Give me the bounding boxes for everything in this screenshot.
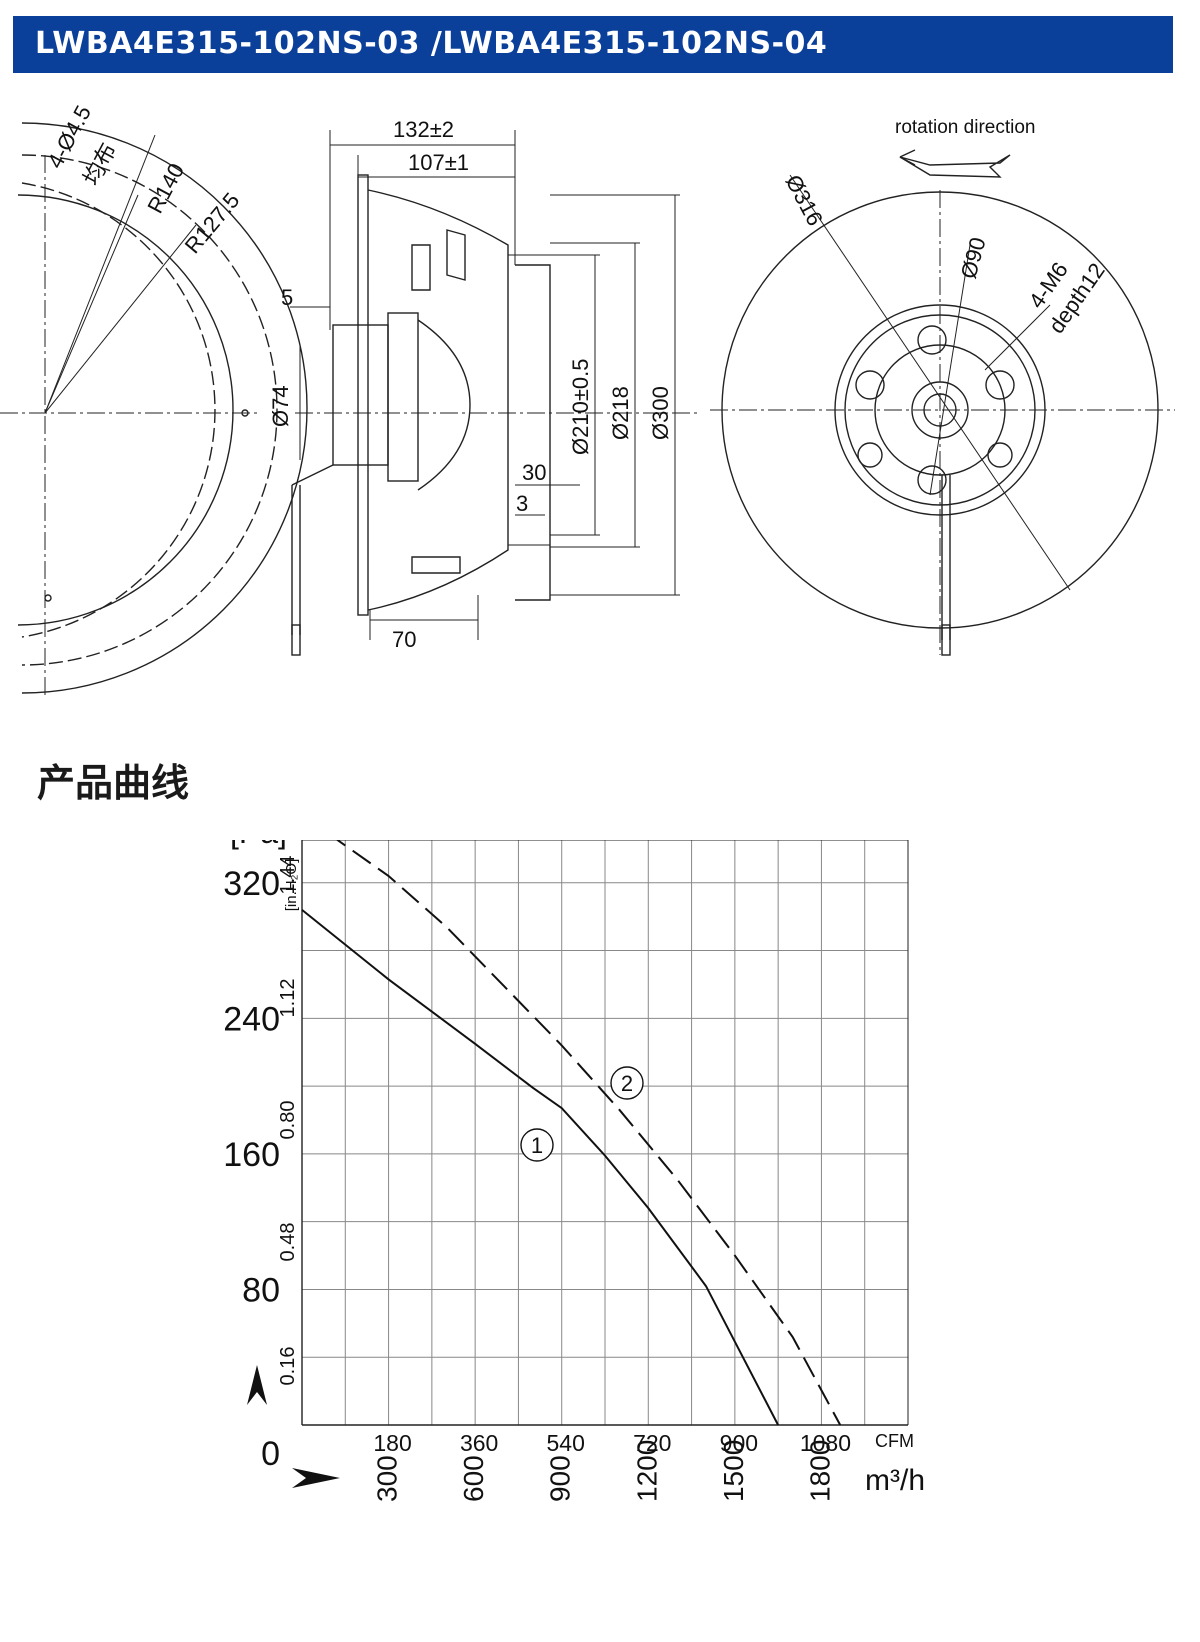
y-tick-label: 320: [223, 865, 280, 903]
series-label: 2: [621, 1071, 633, 1096]
y-tick-label: 160: [223, 1136, 280, 1174]
x-tick-secondary-label: 540: [547, 1430, 585, 1456]
x-tick-secondary-label: 720: [633, 1430, 671, 1456]
dim-70-label: 70: [392, 627, 416, 652]
dim-210-label: Ø210±0.5: [568, 359, 593, 455]
dim-300-label: Ø300: [648, 386, 673, 440]
y-axis-arrow: [247, 1365, 267, 1405]
left-view: [0, 122, 308, 695]
series-line-1: [301, 909, 779, 1426]
dim-90-label: Ø90: [956, 235, 991, 282]
dim-5-label: 5: [281, 285, 293, 310]
x-tick-label: 600: [458, 1455, 489, 1502]
r127-label: R127.5: [180, 188, 245, 258]
technical-drawings: 4-Ø4.5 均布 R140 R127.5 132±2 107±1 5 Ø74 …: [0, 101, 1175, 695]
dim-132-label: 132±2: [393, 117, 454, 142]
y-tick-secondary-label: 0.80: [277, 1101, 299, 1140]
x-tick-label: 1200: [631, 1440, 662, 1502]
chart-series: [301, 840, 842, 1426]
chart-grid: [302, 840, 909, 1425]
x-axis-label: m³/h: [865, 1464, 925, 1497]
dim-30-label: 30: [522, 460, 546, 485]
dim-107-label: 107±1: [408, 150, 469, 175]
y-axis-label: [Pa]: [230, 840, 287, 850]
chart-axes: [247, 840, 909, 1488]
r140-label: R140: [142, 159, 189, 217]
chart-labels: 0 80 160 240 320 0.16 0.48 0.80 1.12 1.44 300 600 90…: [223, 840, 925, 1502]
y-tick-label: 0: [261, 1435, 280, 1473]
rotation-direction-label: rotation direction: [895, 117, 1035, 138]
dim-218-label: Ø218: [608, 386, 633, 440]
y-tick-secondary-label: 0.48: [277, 1223, 299, 1262]
y-axis-secondary-label: [in.H₂O]: [283, 859, 300, 912]
series-line-2: [335, 840, 842, 1426]
dim-74-label: Ø74: [268, 385, 293, 427]
y-tick-label: 80: [242, 1271, 280, 1309]
title-bar: LWBA4E315-102NS-03 /LWBA4E315-102NS-04: [13, 16, 1173, 73]
series-label: 1: [531, 1133, 543, 1158]
holes-note-label: 均布: [78, 139, 121, 190]
x-tick-label: 900: [545, 1455, 576, 1502]
series-marker-circle: [520, 1128, 554, 1162]
x-tick-secondary-label: 1080: [800, 1430, 851, 1456]
x-tick-secondary-label: 180: [373, 1430, 411, 1456]
x-tick-secondary-label: 900: [720, 1430, 758, 1456]
x-tick-secondary-label: 360: [460, 1430, 498, 1456]
y-tick-secondary-label: 1.12: [277, 979, 299, 1018]
section-title: 产品曲线: [37, 761, 190, 805]
side-view: [290, 130, 700, 656]
series-marker-circle: [610, 1066, 644, 1100]
y-tick-secondary-label: 1.44: [277, 856, 299, 895]
page-title: LWBA4E315-102NS-03 /LWBA4E315-102NS-04: [35, 26, 828, 61]
x-tick-label: 1500: [718, 1440, 749, 1502]
performance-chart: 0 80 160 240 320 0.16 0.48 0.80 1.12 1.44 300 600 90…: [223, 840, 925, 1502]
y-tick-secondary-label: 0.16: [277, 1347, 299, 1386]
y-tick-label: 240: [223, 1000, 280, 1038]
dim-316-label: Ø316: [781, 171, 828, 230]
front-view: [710, 149, 1175, 656]
x-tick-label: 1800: [804, 1440, 835, 1502]
x-tick-label: 300: [372, 1455, 403, 1502]
x-axis-secondary-label: CFM: [875, 1431, 914, 1451]
dim-3-label: 3: [516, 491, 528, 516]
x-axis-arrow: [292, 1468, 340, 1488]
